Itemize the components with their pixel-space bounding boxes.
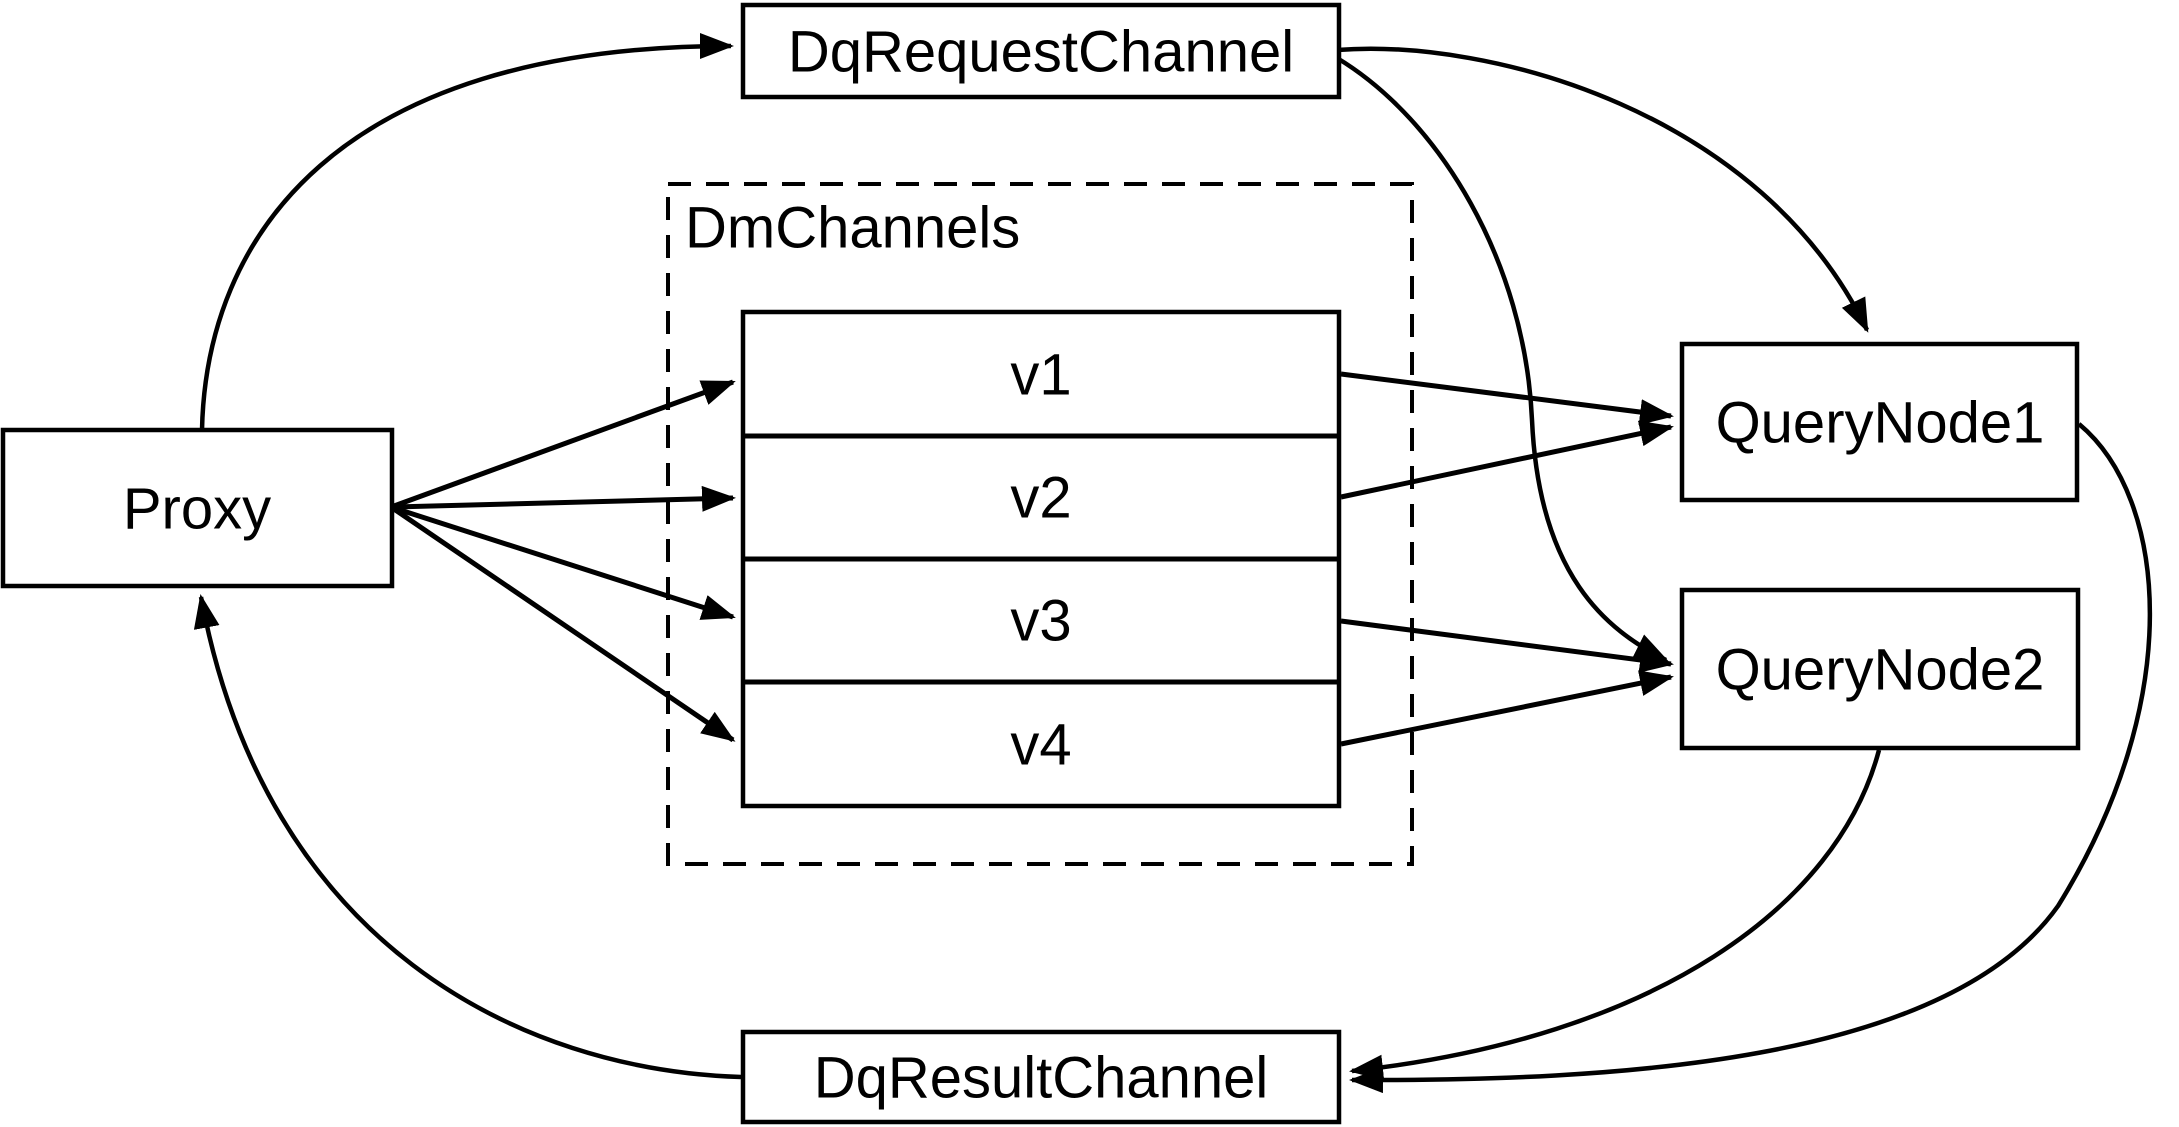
dm-channels-group: DmChannels v1 v2 v3 v4 (666, 182, 1414, 866)
dq-result-channel-box (740, 1029, 1342, 1125)
edge-v3-to-querynode2 (1340, 618, 1674, 673)
edge-v4-to-querynode2 (1340, 670, 1674, 747)
channel-row-v2-label: v2 (1010, 466, 1071, 531)
edge-v1-to-querynode1 (1340, 371, 1674, 425)
edge-dqresultchannel-to-proxy (193, 594, 742, 1080)
proxy-label: Proxy (123, 477, 271, 542)
edge-v2-to-querynode1 (1340, 420, 1674, 500)
edge-dqrequestchannel-to-querynode1 (1336, 46, 1870, 333)
edge-querynode1-to-dqresultchannel (1349, 422, 2153, 1094)
dq-request-channel-node: DqRequestChannel (740, 2, 1342, 100)
edge-dqrequestchannel-to-querynode2 (1335, 56, 1669, 663)
query-node-1-label: QueryNode1 (1716, 391, 2045, 456)
dq-result-channel-label: DqResultChannel (814, 1046, 1269, 1111)
edge-proxy-to-dqrequestchannel (199, 33, 734, 431)
dm-channels-label: DmChannels (685, 196, 1020, 261)
edge-proxy-to-v4 (392, 506, 736, 743)
proxy-box (0, 427, 395, 589)
channel-row-v1-label: v1 (1010, 343, 1071, 408)
channel-row-v4-label: v4 (1010, 713, 1071, 778)
query-node-1: QueryNode1 (1679, 341, 2080, 503)
query-node-2-box (1679, 587, 2081, 751)
edge-proxy-to-v1 (393, 379, 736, 509)
proxy-node: Proxy (0, 427, 395, 589)
dq-request-channel-box (740, 2, 1342, 100)
dm-channels-dashed-box (666, 182, 1414, 866)
dq-result-channel-node: DqResultChannel (740, 1029, 1342, 1125)
channel-row-v3-label: v3 (1010, 589, 1071, 654)
dq-request-channel-label: DqRequestChannel (788, 20, 1294, 85)
edge-proxy-to-v2 (393, 485, 736, 512)
query-node-1-box (1679, 341, 2080, 503)
query-node-2: QueryNode2 (1679, 587, 2081, 751)
query-node-2-label: QueryNode2 (1716, 638, 2045, 703)
edge-proxy-to-v3 (393, 505, 736, 620)
edge-querynode2-to-dqresultchannel (1349, 749, 1882, 1081)
